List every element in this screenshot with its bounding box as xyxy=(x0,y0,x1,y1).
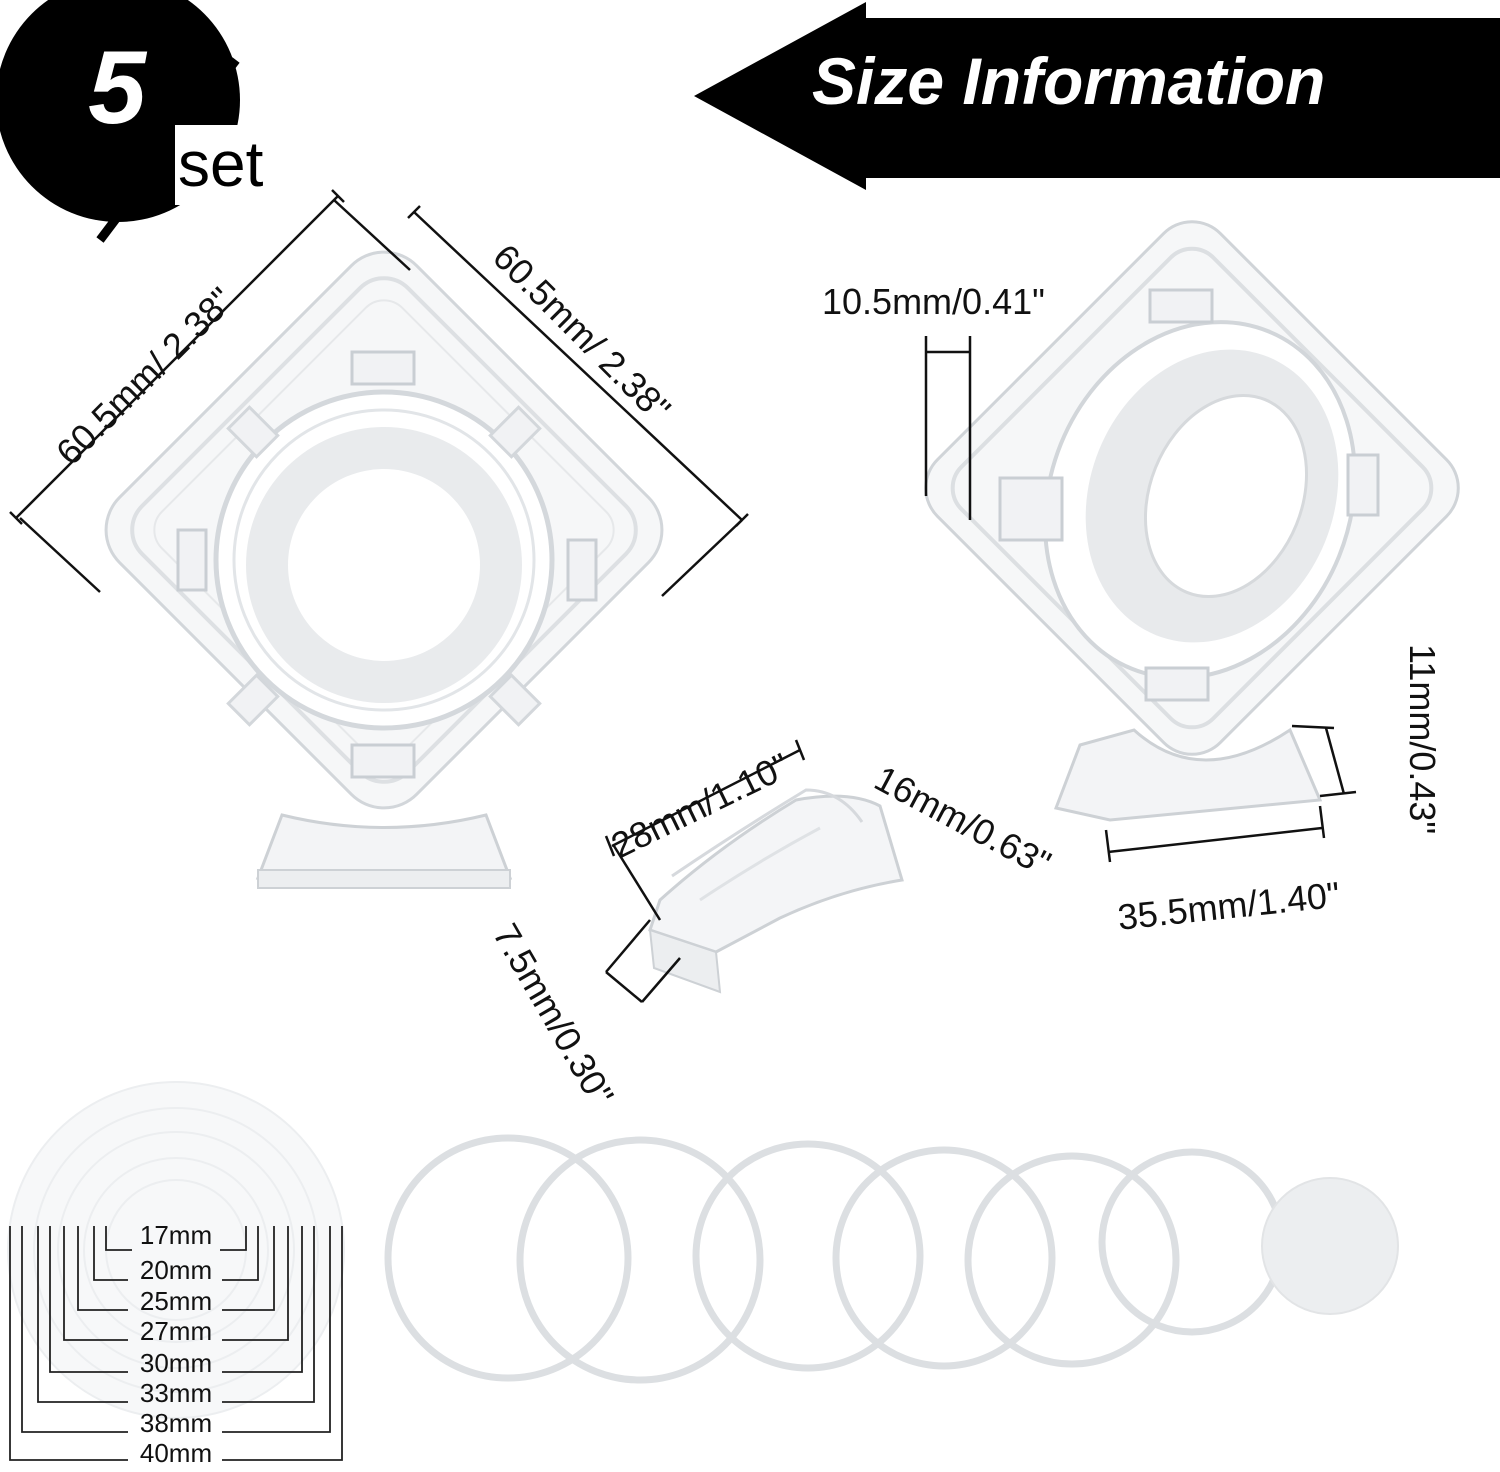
set-count-number: 5 xyxy=(88,30,146,146)
ring-size-label: 27mm xyxy=(139,1316,213,1346)
size-banner-arrow xyxy=(694,2,1500,190)
front-view-frame xyxy=(104,250,664,889)
set-count-unit: set xyxy=(178,128,264,200)
frame-depth-label: 10.5mm/0.41" xyxy=(822,281,1045,322)
ring-size-label: 17mm xyxy=(139,1220,213,1250)
badge-slash xyxy=(96,57,240,243)
stand-dimension-lines xyxy=(604,739,806,1003)
front-dimension-lines xyxy=(9,189,749,597)
ring-size-label: 30mm xyxy=(139,1348,213,1378)
ring-size-label: 20mm xyxy=(139,1255,213,1285)
side-dimension-lines xyxy=(924,336,1357,863)
size-reference-brackets xyxy=(9,1226,343,1461)
ring-size-label: 38mm xyxy=(139,1408,213,1438)
side-view-frame xyxy=(924,220,1460,822)
ring-size-label: 25mm xyxy=(139,1286,213,1316)
ring-size-label: 40mm xyxy=(139,1438,213,1468)
stand-closeup xyxy=(648,788,904,994)
size-information-title: Size Information xyxy=(812,44,1326,118)
ring-size-label: 33mm xyxy=(139,1378,213,1408)
stand-height-label: 11mm/0.43" xyxy=(1402,644,1443,835)
foam-rings-row xyxy=(384,1134,1399,1384)
